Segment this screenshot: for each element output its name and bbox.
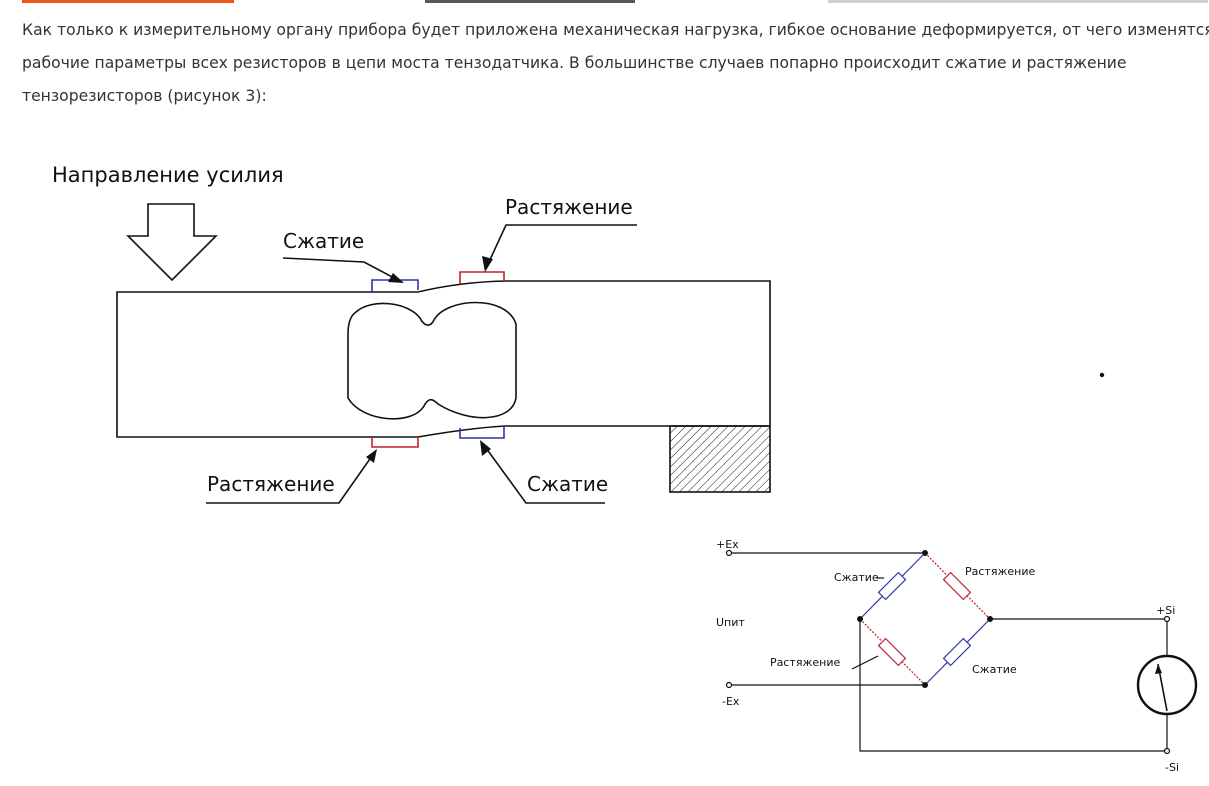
arrowhead-icon <box>366 449 377 463</box>
bridge-circuit <box>725 549 1198 755</box>
node-top <box>922 550 928 556</box>
force-arrow-icon <box>126 203 218 282</box>
label-compression-bottom: Сжатие <box>527 472 608 496</box>
beam-labels: Сжатие Растяжение Растяжение Сжатие <box>207 195 633 496</box>
resistor-top-left <box>877 571 907 601</box>
meter-needle-tip <box>1155 664 1162 674</box>
gauge-tension-bottom <box>371 437 419 448</box>
resistor-bottom-right <box>942 637 972 667</box>
arrowhead-icon <box>480 440 491 456</box>
grey-bar <box>828 0 1208 3</box>
leader-bottom-right <box>485 447 605 504</box>
beam-diagram: Направление усилия <box>52 163 771 504</box>
node-bottom <box>922 682 928 688</box>
resistor-top-right <box>942 571 972 601</box>
bridge-nodes <box>857 550 1162 688</box>
label-tension-top: Растяжение <box>505 195 633 219</box>
label-res-tension-top: Растяжение <box>965 565 1035 578</box>
terminal-minus-ex <box>725 681 733 689</box>
leader-top-left <box>282 257 397 280</box>
node-left <box>857 616 863 622</box>
meter-gauge-icon <box>1136 654 1198 716</box>
label-minus-si: -Si <box>1165 761 1179 774</box>
top-image-strip <box>0 0 1209 4</box>
beam-body <box>116 280 771 438</box>
terminal-plus-ex <box>725 549 733 557</box>
gauge-compression-bottom <box>459 426 505 439</box>
arrowhead-icon <box>482 256 493 272</box>
binocular-hole <box>347 301 517 420</box>
paragraph-line: рабочие параметры всех резисторов в цепи… <box>22 54 1127 72</box>
node-right <box>987 616 993 622</box>
gauge-tension-top <box>459 271 505 284</box>
label-res-tension-bottom: Растяжение <box>770 656 840 669</box>
label-res-compression-top: Сжатие <box>834 571 879 584</box>
terminal-minus-si <box>1163 747 1171 755</box>
paragraph-line: тензорезисторов (рисунок 3): <box>22 87 267 105</box>
orange-bar <box>22 0 234 3</box>
label-plus-si: +Si <box>1156 604 1175 617</box>
leader-bottom-left <box>206 455 373 504</box>
intro-paragraph: Как только к измерительному органу прибо… <box>22 14 1209 113</box>
bridge-labels: +Ex -Ex Uпит +Si -Si Сжатие Растяжение Р… <box>716 538 1179 774</box>
stray-dot <box>1099 372 1105 378</box>
pointer-tension-left <box>851 655 879 670</box>
support-block <box>669 425 771 493</box>
terminal-plus-si <box>1163 615 1171 623</box>
label-tension-bottom: Растяжение <box>207 472 335 496</box>
leader-arrowheads <box>366 256 493 463</box>
label-plus-ex: +Ex <box>716 538 739 551</box>
leader-top-right <box>487 224 637 265</box>
force-direction-label: Направление усилия <box>52 163 284 187</box>
resistor-bottom-left <box>877 637 907 667</box>
wire-minus-si <box>859 619 1165 752</box>
label-compression-top: Сжатие <box>283 229 364 253</box>
label-res-compression-bottom: Сжатие <box>972 663 1017 676</box>
dark-bar <box>425 0 635 3</box>
arrowhead-icon <box>388 273 404 283</box>
label-supply: Uпит <box>716 616 745 629</box>
label-minus-ex: -Ex <box>722 695 740 708</box>
paragraph-line: Как только к измерительному органу прибо… <box>22 21 1209 39</box>
